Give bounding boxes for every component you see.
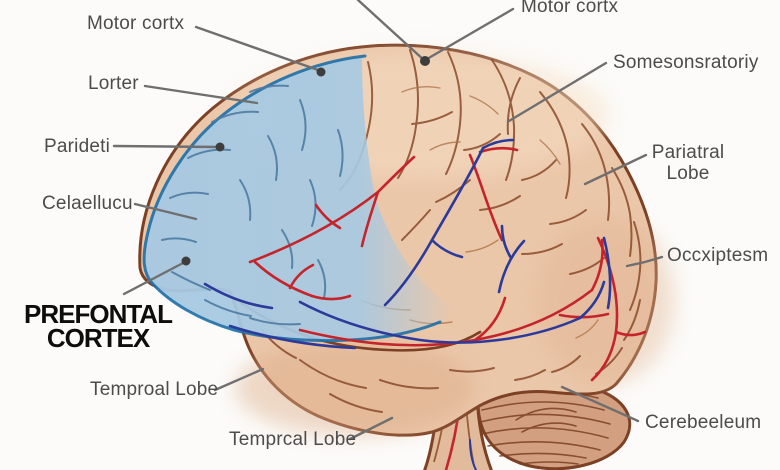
label-parideti: Parideti [44, 136, 111, 157]
label-motor-cortex-right: Motor cortx [521, 0, 619, 17]
label-temporal-lobe-left: Temproal Lobe [90, 379, 219, 400]
label-parietal-lobe: Pariatral Lobe [651, 142, 725, 185]
label-cerebellum: Cerebeeleum [645, 412, 762, 433]
leader-lines [112, 0, 664, 441]
label-temporal-lobe-bottom: Temprcal Lobe [229, 429, 357, 450]
artery-vessels [248, 146, 647, 382]
label-occipital-lobe: Occxiptesm [667, 245, 769, 266]
label-somatosensory-cortex: Somesonsratoriy [613, 52, 759, 73]
label-motor-cortex-left: Motor cortx [87, 13, 185, 34]
vein-vessels [203, 138, 612, 350]
cerebellum-shape [476, 380, 632, 470]
leader-dots [181, 56, 430, 266]
label-prefrontal-cortex: PREFONTAL CORTEX [24, 299, 173, 353]
label-lorter: Lorter [88, 73, 139, 94]
label-celaellucu: Celaellucu [42, 193, 133, 214]
